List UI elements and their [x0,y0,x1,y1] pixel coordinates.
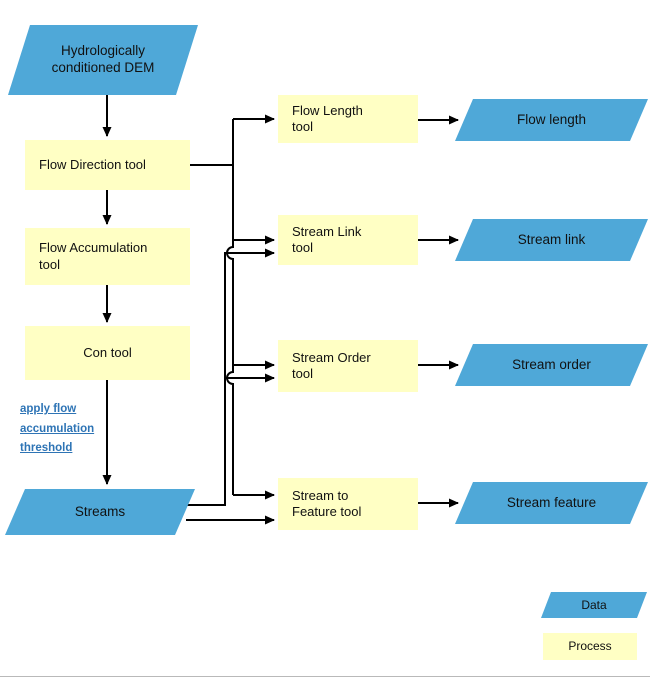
node-stream-link-tool: Stream Link tool [278,215,418,265]
node-hydro-dem: Hydrologically conditioned DEM [8,25,198,95]
node-con-tool: Con tool [25,326,190,380]
node-flow-length-output: Flow length [455,99,648,141]
annotation-line-2: accumulation [20,422,95,435]
node-flow-accumulation-tool-label: Flow Accumulation tool [39,240,148,272]
node-stream-link-output: Stream link [455,219,648,261]
node-flow-accumulation-tool: Flow Accumulation tool [25,228,190,285]
annotation-flow-accumulation-threshold: apply flow accumulation threshold [20,400,135,459]
legend-data-shape: Data [541,592,647,618]
node-streams: Streams [5,489,195,535]
node-flow-length-tool-label: Flow Length tool [292,102,363,134]
node-flow-direction-tool: Flow Direction tool [25,140,190,190]
node-stream-order-tool-label: Stream Order tool [292,349,371,381]
node-stream-link-tool-label: Stream Link tool [292,223,362,255]
edge-flowdirection-trunk [226,119,234,495]
node-stream-to-feature-tool: Stream to Feature tool [278,478,418,530]
node-flow-length-output-label: Flow length [516,111,587,127]
legend-process-shape: Process [543,633,637,660]
node-con-tool-label: Con tool [83,344,132,360]
annotation-line-1: apply flow [20,403,77,415]
node-flow-direction-tool-label: Flow Direction tool [39,156,146,172]
node-stream-feature-output-label: Stream feature [506,494,597,510]
node-stream-order-output-label: Stream order [512,356,591,372]
node-stream-to-feature-tool-label: Stream to Feature tool [292,487,362,519]
annotation-line-3: threshold [20,442,73,455]
legend-process-label: Process [568,639,612,653]
legend-data-label: Data [581,597,607,612]
node-stream-link-output-label: Stream link [517,231,586,247]
node-hydro-dem-label: Hydrologically conditioned DEM [51,43,155,75]
node-streams-label: Streams [74,503,126,519]
node-stream-order-tool: Stream Order tool [278,340,418,392]
node-stream-order-output: Stream order [455,344,648,386]
node-flow-length-tool: Flow Length tool [278,95,418,143]
node-stream-feature-output: Stream feature [455,482,648,524]
